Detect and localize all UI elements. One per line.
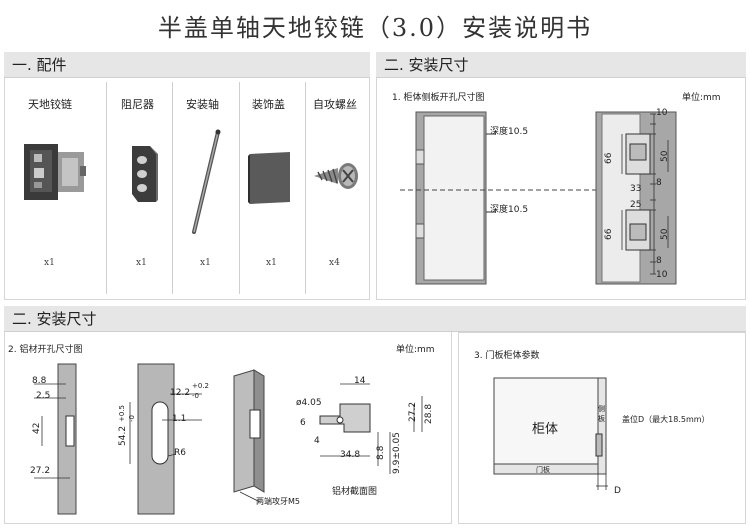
cabinet-dim-10-top: 10 [656, 108, 668, 118]
alu-dim-54-2-upper-tol: +0.5 [118, 405, 126, 422]
part-name-hinge: 天地铰链 [28, 98, 72, 111]
profile-dim-27-2: 27.2 [408, 401, 418, 422]
profile-dim-9-9: 9.9±0.05 [392, 432, 402, 474]
parts-divider-2 [172, 82, 173, 294]
screw-icon [314, 163, 358, 189]
page-title: 半盖单轴天地铰链（3.0）安装说明书 [157, 14, 593, 42]
alu-dim-54-2-lower-tol: -0 [128, 415, 136, 422]
profile-dim-4: 4 [314, 436, 320, 446]
cabinet-depth-bottom: 深度10.5 [490, 205, 529, 215]
cabinet-dim-66-bottom: 66 [604, 228, 614, 240]
cabinet-dim-25: 25 [630, 200, 642, 210]
profile-dim-14: 14 [354, 376, 366, 386]
cabinet-dim-50-bottom: 50 [660, 228, 670, 240]
alu-thread-note: 两端攻牙M5 [256, 497, 300, 506]
parts-divider-3 [239, 82, 240, 294]
cabinet-dim-66-top: 66 [604, 152, 614, 164]
cabinet-dim-50-top: 50 [660, 150, 670, 162]
damper-icon [132, 146, 158, 202]
shaft-icon [192, 129, 221, 234]
part-name-damper: 阻尼器 [121, 98, 154, 111]
door-params-d: D [614, 486, 621, 496]
part-qty-cover: x1 [266, 258, 277, 268]
alu-dim-8-8: 8.8 [32, 376, 47, 386]
part-name-cover: 装饰盖 [252, 98, 285, 111]
profile-dim-28-8: 28.8 [424, 403, 434, 424]
part-name-screw: 自攻螺丝 [313, 98, 357, 111]
door-params-side: 侧板 [598, 405, 605, 423]
hinge-icon [24, 144, 86, 200]
cabinet-drawing-heading: 1. 柜体侧板开孔尺寸图 [392, 93, 485, 103]
alu-dim-12-2-lower-tol: -0 [192, 392, 199, 400]
part-qty-screw: x4 [329, 258, 340, 268]
cabinet-depth-top: 深度10.5 [490, 127, 529, 137]
profile-dim-6: 6 [300, 418, 306, 428]
cabinet-dim-10-bottom: 10 [656, 270, 668, 280]
aluminum-drawing-heading: 2. 铝材开孔尺寸图 [8, 345, 83, 355]
door-params-panel [458, 332, 746, 524]
alu-dim-42: 42 [32, 422, 42, 434]
alu-dim-12-2-upper-tol: +0.2 [192, 382, 209, 390]
door-params-cabinet: 柜体 [532, 422, 559, 437]
part-qty-damper: x1 [136, 258, 147, 268]
alu-dim-r6: R6 [174, 448, 186, 458]
cabinet-side-drawing [400, 111, 677, 285]
install-section-header-bottom: 二. 安装尺寸 [4, 306, 746, 332]
alu-dim-2-5: 2.5 [36, 391, 51, 401]
part-name-shaft: 安装轴 [186, 98, 219, 111]
parts-divider-1 [106, 82, 107, 294]
profile-dim-dia: ø4.05 [296, 398, 322, 408]
install-section-header-top: 二. 安装尺寸 [376, 52, 746, 78]
profile-dim-34-8: 34.8 [340, 450, 361, 460]
parts-divider-4 [305, 82, 306, 294]
door-params-heading: 3. 门板柜体参数 [474, 351, 540, 361]
cabinet-dim-8-bottom: 8 [656, 256, 662, 266]
alu-dim-12-2: 12.2 [170, 388, 191, 398]
aluminum-drawing-unit: 单位:mm [396, 345, 435, 355]
door-cabinet-drawing [493, 377, 608, 490]
alu-dim-1-1: 1.1 [172, 414, 187, 424]
cabinet-dim-8-top: 8 [656, 178, 662, 188]
alu-dim-54-2: 54.2 [118, 425, 128, 446]
parts-section-header: 一. 配件 [4, 52, 370, 78]
cover-icon [248, 152, 290, 204]
cabinet-drawing-unit: 单位:mm [682, 93, 721, 103]
profile-caption: 铝材截面图 [332, 487, 378, 497]
door-params-overlay: 盖位D（最大18.5mm） [622, 415, 710, 424]
door-params-door: 门板 [536, 466, 550, 474]
aluminum-hole-drawing [34, 363, 423, 515]
alu-dim-27-2-left: 27.2 [30, 466, 51, 476]
part-qty-hinge: x1 [44, 258, 55, 268]
profile-dim-8-8: 8.8 [376, 445, 386, 460]
cabinet-dim-33: 33 [630, 184, 642, 194]
part-qty-shaft: x1 [200, 258, 211, 268]
